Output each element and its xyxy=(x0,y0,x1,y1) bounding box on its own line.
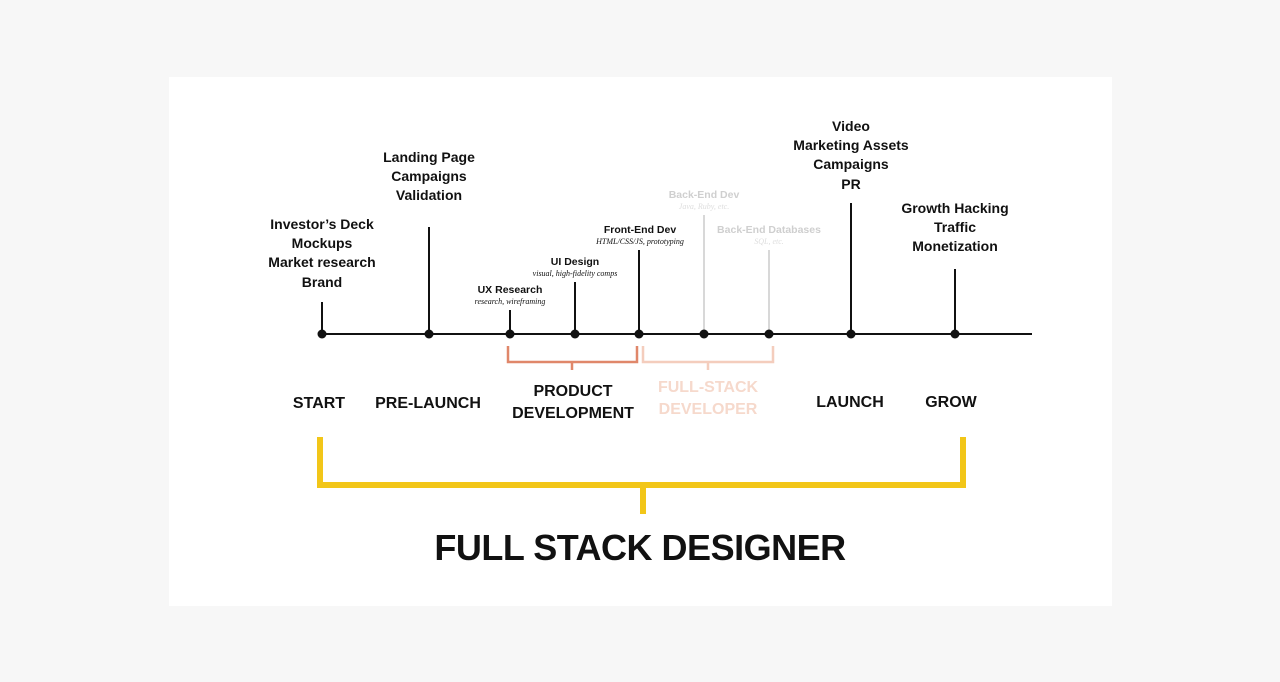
sub-milestone-desc: research, wireframing xyxy=(474,297,546,306)
sub-milestone-desc: visual, high-fidelity comps xyxy=(532,269,618,278)
milestone-line: Market research xyxy=(268,254,376,271)
dot-ui-design xyxy=(570,329,580,339)
phase-pre-launch: PRE-LAUNCH xyxy=(375,395,481,412)
sub-milestone-title: Back-End Databases xyxy=(717,224,821,236)
sub-milestone-title: UX Research xyxy=(477,284,543,296)
milestone-line: Monetization xyxy=(912,238,998,255)
full-stack-designer-bracket xyxy=(317,437,966,514)
sub-milestone-back-end-databases: Back-End Databases SQL, etc. xyxy=(717,224,821,247)
sub-milestone-desc: SQL, etc. xyxy=(754,237,784,246)
milestone-grow-label: Growth Hacking Traffic Monetization xyxy=(901,199,1008,257)
sub-milestone-front-end-dev: Front-End Dev HTML/CSS/JS, prototyping xyxy=(596,224,684,247)
sub-milestone-back-end-dev: Back-End Dev Java, Ruby, etc. xyxy=(669,189,740,212)
sub-milestone-desc: HTML/CSS/JS, prototyping xyxy=(596,237,684,246)
phase-line: DEVELOPMENT xyxy=(512,405,634,422)
full-stack-developer-bracket xyxy=(641,346,775,370)
milestone-line: Landing Page xyxy=(383,149,475,165)
milestone-line: Traffic xyxy=(933,219,977,236)
phase-start: START xyxy=(292,395,346,412)
dot-ux-research xyxy=(505,329,515,339)
dot-back-end-databases xyxy=(764,329,774,339)
milestone-line: Growth Hacking xyxy=(901,200,1009,216)
milestone-line: Campaigns xyxy=(391,168,467,185)
milestone-line: Marketing Assets xyxy=(793,137,909,154)
dot-front-end-dev xyxy=(634,329,644,339)
phase-launch: LAUNCH xyxy=(816,394,884,411)
phase-line: DEVELOPER xyxy=(658,401,758,418)
sub-milestone-title: Front-End Dev xyxy=(603,224,677,236)
sub-milestone-title: UI Design xyxy=(550,256,600,268)
dot-launch xyxy=(846,329,856,339)
dot-start xyxy=(317,329,327,339)
milestone-line: Brand xyxy=(301,273,343,290)
phase-line: FULL-STACK xyxy=(657,379,759,396)
milestone-line: PR xyxy=(841,175,861,192)
dot-pre-launch xyxy=(424,329,434,339)
phase-full-stack-developer: FULL-STACK DEVELOPER xyxy=(658,377,758,421)
phase-grow: GROW xyxy=(925,394,977,411)
sub-milestone-title: Back-End Dev xyxy=(668,189,740,201)
phase-product-development: PRODUCT DEVELOPMENT xyxy=(512,381,634,425)
milestone-line: Mockups xyxy=(291,235,353,252)
sub-milestone-desc: Java, Ruby, etc. xyxy=(678,202,730,211)
product-development-bracket xyxy=(506,346,639,370)
milestone-pre-launch-label: Landing Page Campaigns Validation xyxy=(383,148,475,206)
diagram-title: FULL STACK DESIGNER xyxy=(434,527,846,568)
sub-milestone-ux-research: UX Research research, wireframing xyxy=(475,284,546,307)
milestone-start-label: Investor’s Deck Mockups Market research … xyxy=(268,215,375,292)
milestone-line: Campaigns xyxy=(813,156,889,173)
dot-grow xyxy=(950,329,960,339)
milestone-line: Video xyxy=(832,118,870,134)
diagram-card xyxy=(169,77,1112,606)
milestone-line: Investor’s Deck xyxy=(270,216,374,232)
dot-back-end-dev xyxy=(699,329,709,339)
milestone-launch-label: Video Marketing Assets Campaigns PR xyxy=(793,117,908,194)
milestone-line: Validation xyxy=(395,187,463,204)
phase-line: PRODUCT xyxy=(533,383,613,400)
sub-milestone-ui-design: UI Design visual, high-fidelity comps xyxy=(533,256,618,279)
